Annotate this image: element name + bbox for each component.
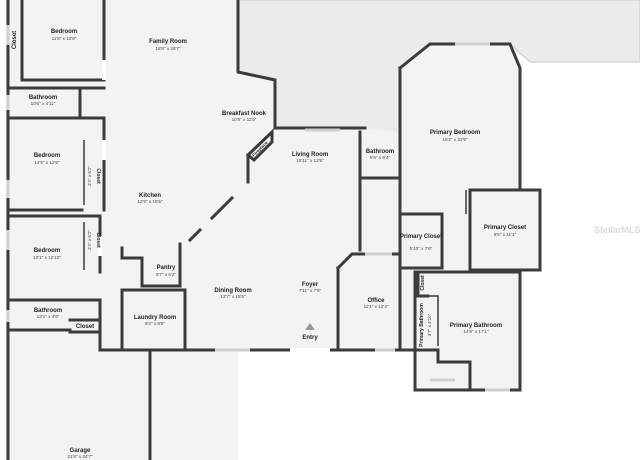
closet-mid-dims: 2'4" x 6'2" — [87, 166, 92, 186]
laundry-room-dims: 9'2" x 8'6" — [145, 321, 165, 326]
closet-top-label: Closet — [12, 31, 18, 49]
primary-closet-dims: 9'5" x 11'1" — [494, 232, 517, 237]
kitchen-name: Kitchen — [139, 193, 161, 199]
primary-bathroom-name: Primary Bathroom — [450, 323, 502, 329]
bathroom-upper-dims: 10'6" x 4'11" — [31, 101, 56, 106]
office-name: Office — [367, 298, 385, 304]
breakfast-nook-name: Breakfast Nook — [222, 111, 267, 117]
closet-mid-label: Closet — [95, 168, 101, 184]
walls — [6, 0, 542, 460]
primary-bath-small-dims: 3'7" x 4'10" — [427, 313, 432, 336]
room-labels: Bedroom 11'8" x 13'8" Family Room 18'8" … — [12, 29, 526, 459]
office-dims: 11'1" x 13'4" — [364, 304, 389, 309]
living-room-dims: 15'11" x 13'5" — [296, 158, 324, 163]
primary-bedroom-dims: 16'2" x 32'9" — [442, 137, 468, 142]
bedroom-mid-name: Bedroom — [34, 153, 60, 159]
family-room-name: Family Room — [149, 39, 187, 45]
watermark: StellarMLS — [594, 225, 640, 235]
primary-bathroom-dims: 14'8" x 17'1" — [463, 329, 489, 334]
bathroom-mid-dims: 5'6" x 6'4" — [370, 155, 390, 160]
bathroom-lower-dims: 13'1" x 4'9" — [37, 314, 60, 319]
windows — [6, 25, 510, 392]
bedroom-low-name: Bedroom — [34, 248, 60, 254]
door-openings — [98, 60, 330, 352]
foyer-name: Foyer — [302, 282, 319, 288]
garage-dims: 21'8" x 34'7" — [67, 454, 93, 459]
bathroom-lower-name: Bathroom — [34, 308, 62, 314]
bathroom-mid-name: Bathroom — [366, 149, 394, 155]
laundry-room-name: Laundry Room — [134, 315, 176, 321]
primary-bath-small-name: Primary Bathroom — [419, 303, 425, 347]
garage-name: Garage — [70, 448, 91, 454]
dining-room-dims: 13'7" x 15'5" — [220, 294, 246, 299]
closet-office-label: Closet — [420, 275, 426, 291]
closet-low-dims: 2'4" x 6'2" — [87, 230, 92, 250]
bathroom-upper-name: Bathroom — [29, 95, 57, 101]
kitchen-dims: 12'9" x 16'5" — [137, 199, 163, 204]
breakfast-nook-dims: 10'8" x 11'5" — [232, 117, 257, 122]
bedroom-mid-dims: 14'5" x 12'8" — [34, 160, 60, 165]
bedroom-top-name: Bedroom — [51, 29, 77, 35]
family-room-dims: 18'8" x 26'7" — [155, 46, 181, 51]
dining-room-name: Dining Room — [214, 288, 251, 294]
entry-label: Entry — [302, 335, 318, 341]
closet-bath-label: Closet — [76, 324, 94, 330]
bedroom-top-dims: 11'8" x 13'8" — [52, 36, 77, 41]
primary-bedroom-name: Primary Bedroom — [430, 130, 480, 136]
living-room-name: Living Room — [292, 152, 328, 158]
primary-closet-small-name: Primary Closet — [400, 234, 442, 240]
primary-closet-name: Primary Closet — [484, 225, 526, 231]
primary-closet-small-dims: 5'10" x 7'6" — [410, 246, 433, 251]
pantry-name: Pantry — [157, 265, 176, 271]
closet-low-label: Closet — [95, 232, 101, 248]
bedroom-low-dims: 13'1" x 12'10" — [33, 255, 61, 260]
entry-arrow-icon — [305, 323, 315, 330]
foyer-dims: 7'11" x 7'9" — [299, 288, 322, 293]
pantry-dims: 6'7" x 6'2" — [156, 272, 176, 277]
